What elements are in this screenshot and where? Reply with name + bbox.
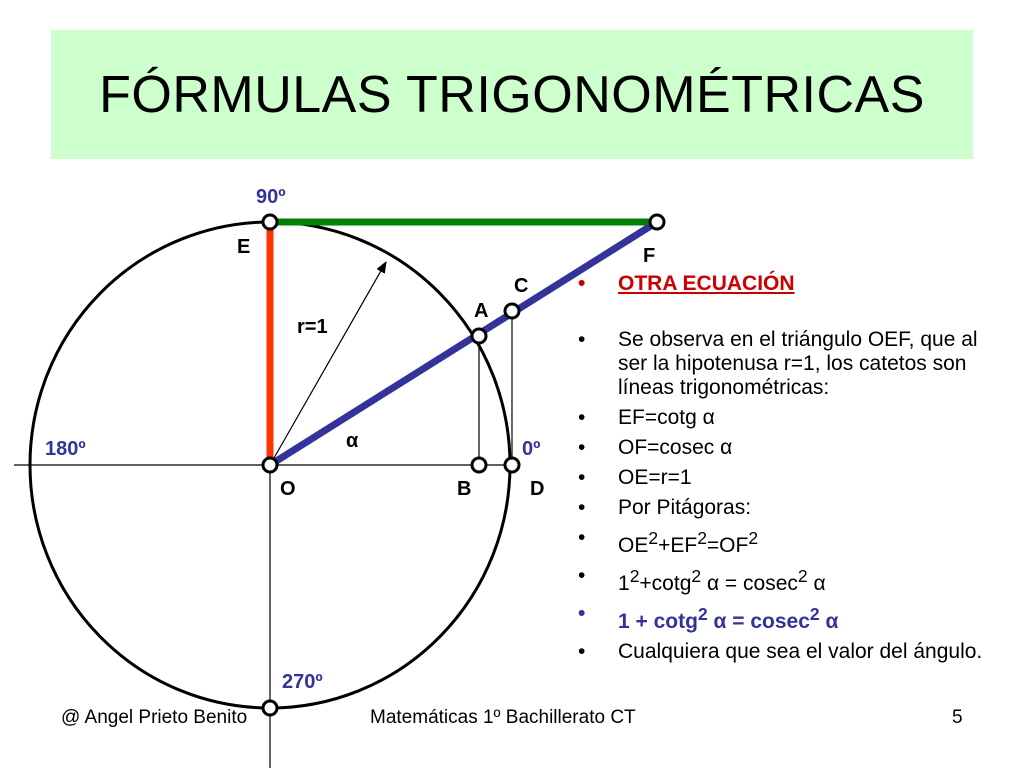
label-a: A [474,300,488,322]
bullet-heading: OTRA ECUACIÓN [578,272,998,296]
title-box: FÓRMULAS TRIGONOMÉTRICAS [51,30,973,159]
bullet-pythagorean: OE2+EF2=OF2 [578,526,998,558]
label-d: D [530,478,544,500]
slide-title: FÓRMULAS TRIGONOMÉTRICAS [99,65,925,124]
alpha-label: α [346,430,359,452]
label-c: C [514,275,528,297]
bullet-substitution: 12+cotg2 α = cosec2 α [578,564,998,596]
bullet-pitagoras: Por Pitágoras: [578,496,998,520]
point-b [470,456,488,474]
angle-label-90: 90º [256,186,286,208]
angle-label-0: 0º [522,438,540,460]
footer-course: Matemáticas 1º Bachillerato CT [370,707,636,728]
footer-author: @ Angel Prieto Benito [61,707,248,728]
label-e: E [237,236,250,258]
bullet-list: OTRA ECUACIÓN Se observa en el triángulo… [578,272,998,670]
angle-label-180: 180º [45,438,86,460]
angle-label-270: 270º [282,671,323,693]
label-b: B [457,478,471,500]
bullet-oe: OE=r=1 [578,466,998,490]
segment-of [268,219,659,468]
bullet-observation: Se observa en el triángulo OEF, que al s… [578,328,998,400]
point-a [470,327,488,345]
point-d [503,456,521,474]
bullet-result: 1 + cotg2 α = cosec2 α [578,602,998,634]
radius-label: r=1 [297,316,328,338]
point-e [261,213,279,231]
label-f: F [643,245,655,267]
label-o: O [280,478,296,500]
point-f [648,213,666,231]
point-o [261,456,279,474]
bullet-ef: EF=cotg α [578,406,998,430]
point-c [503,302,521,320]
bullet-closing: Cualquiera que sea el valor del ángulo. [578,640,998,664]
footer-page-number: 5 [952,707,963,728]
point-270 [261,699,279,717]
radius-arrow [269,260,387,466]
bullet-of: OF=cosec α [578,436,998,460]
